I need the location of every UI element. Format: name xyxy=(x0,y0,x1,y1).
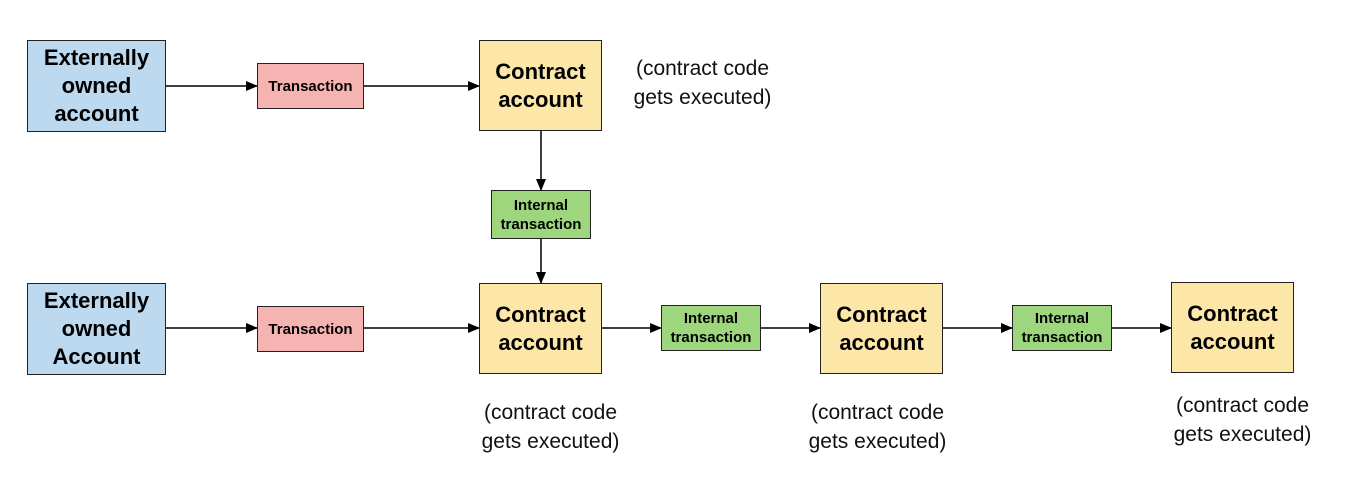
contract-account-box-4: Contract account xyxy=(1171,282,1294,373)
contract-label-1: Contract account xyxy=(495,58,586,112)
transaction-box-1: Transaction xyxy=(257,63,364,109)
transaction-box-2: Transaction xyxy=(257,306,364,352)
contract-label-4: Contract account xyxy=(1187,300,1278,354)
internal-transaction-label-1: Internal transaction xyxy=(670,310,752,346)
internal-transaction-box-1: Internal transaction xyxy=(661,305,761,351)
transaction-label-1: Transaction xyxy=(268,77,353,95)
contract-label-2: Contract account xyxy=(495,301,586,355)
internal-transaction-label-vertical: Internal transaction xyxy=(500,196,582,233)
internal-transaction-box-vertical: Internal transaction xyxy=(491,190,591,239)
contract-code-note-2: (contract code gets executed) xyxy=(481,401,620,453)
contract-code-note-3: (contract code gets executed) xyxy=(808,401,947,453)
transaction-label-2: Transaction xyxy=(268,320,353,338)
eoa-label-2: Externally owned Account xyxy=(43,288,150,369)
internal-transaction-box-2: Internal transaction xyxy=(1012,305,1112,351)
contract-label-3: Contract account xyxy=(836,301,927,355)
eoa-label-1: Externally owned account xyxy=(43,45,150,126)
externally-owned-account-box-2: Externally owned Account xyxy=(27,283,166,375)
contract-account-box-3: Contract account xyxy=(820,283,943,374)
externally-owned-account-box-1: Externally owned account xyxy=(27,40,166,132)
contract-code-note-1: (contract code gets executed) xyxy=(633,57,772,109)
internal-transaction-label-2: Internal transaction xyxy=(1021,310,1103,346)
contract-account-box-2: Contract account xyxy=(479,283,602,374)
contract-code-note-4: (contract code gets executed) xyxy=(1173,394,1312,446)
contract-account-box-1: Contract account xyxy=(479,40,602,131)
